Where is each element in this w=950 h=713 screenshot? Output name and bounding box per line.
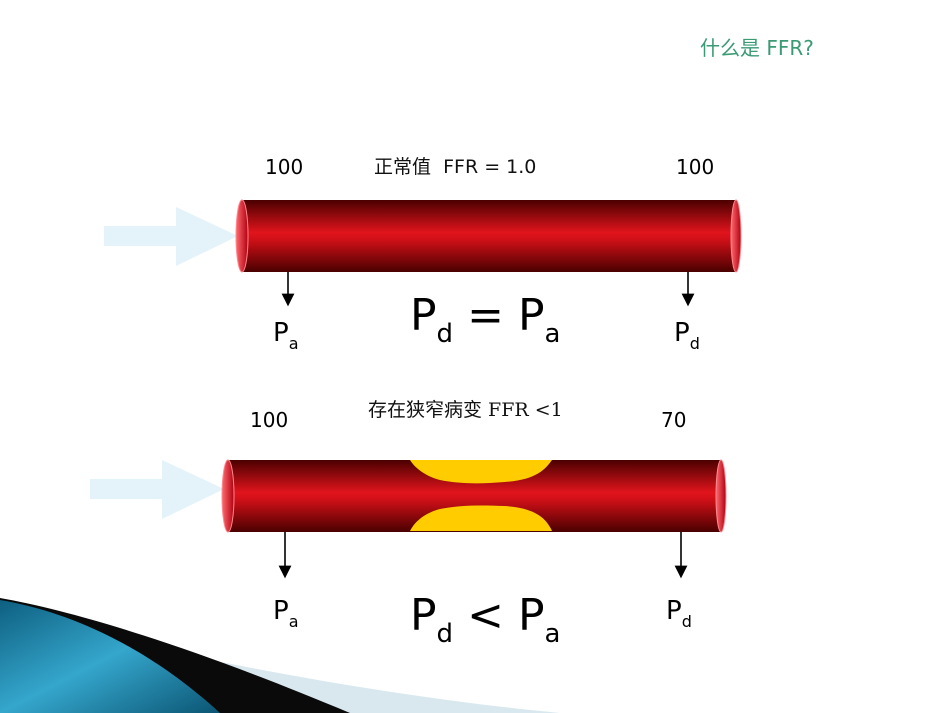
plaque-top [410,460,552,484]
stenosis-vessel-cap-right [715,459,727,533]
normal-equation: Pd=Pa [410,290,561,349]
normal-caption-prefix: 正常值 [374,156,432,178]
stenosis-flow-arrow [90,460,224,519]
stenosis-caption: 存在狭窄病变 FFR <1 [368,399,563,421]
stenosis-vessel [90,459,727,579]
plaque-bottom [410,505,552,531]
normal-vessel-cap-right [730,199,742,273]
normal-flow-arrow [104,207,238,266]
stenosis-vessel-cap-left [221,459,235,533]
corner-swoosh-decoration [0,598,560,713]
slide-title: 什么是 FFR? [700,36,814,60]
stenosis-pressure-left: 100 [250,408,289,432]
stenosis-equation: Pd<Pa [410,590,561,649]
normal-caption-ffr: FFR = 1.0 [443,156,537,178]
normal-label-pa: Pa [273,318,299,353]
stenosis-label-pd: Pd [666,596,692,631]
stenosis-label-pa: Pa [273,596,299,631]
normal-vessel [104,199,742,307]
normal-pressure-left: 100 [265,155,304,179]
stenosis-pressure-right: 70 [661,408,687,432]
normal-caption: 正常值 FFR = 1.0 [374,152,536,179]
normal-pressure-right: 100 [676,155,715,179]
normal-label-pd: Pd [674,318,700,353]
normal-vessel-cap-left [235,199,249,273]
